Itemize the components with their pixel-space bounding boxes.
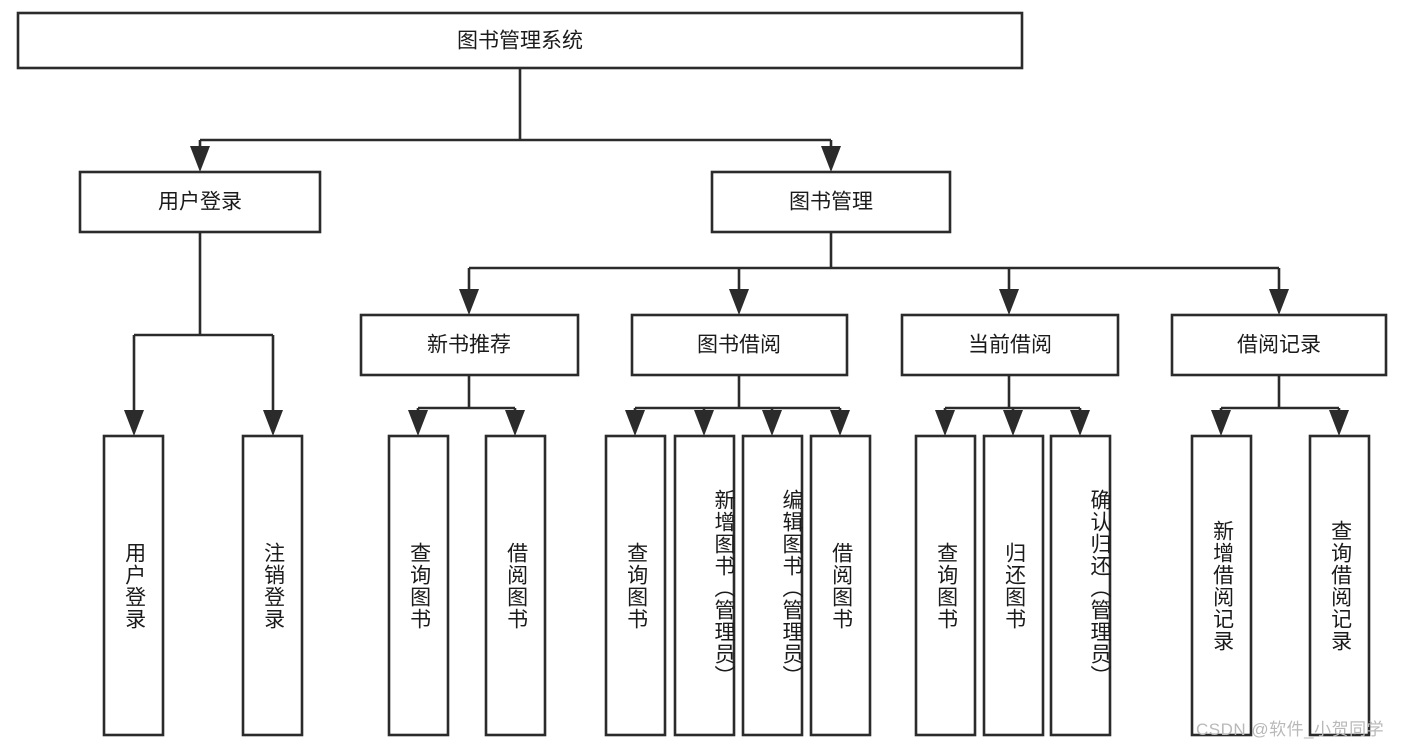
node-box-leaf-query-borrow-record[interactable] [1308,434,1371,737]
node-box-leaf-logout[interactable] [241,434,304,737]
leaf-boxes [102,434,1371,737]
node-user-login[interactable]: 用户登录 [78,170,322,234]
node-label-new-book-recommend: 新书推荐 [427,334,511,357]
arrowhead-to-add-borrow-record [1211,410,1231,436]
node-current-borrow[interactable]: 当前借阅 [900,313,1120,377]
node-label-book-management: 图书管理 [789,191,873,214]
arrowhead-to-query-book-3 [935,410,955,436]
node-box-leaf-user-login[interactable] [102,434,165,737]
node-book-management[interactable]: 图书管理 [710,170,952,234]
node-box-leaf-return-book[interactable] [982,434,1045,737]
arrowhead-to-query-book-1 [408,410,428,436]
arrowhead-to-confirm-return [1070,410,1090,436]
node-box-leaf-query-book-1[interactable] [387,434,450,737]
connector-group-root [190,68,841,172]
node-box-leaf-borrow-book-2[interactable] [809,434,872,737]
connector-group-current-borrow [935,375,1090,436]
node-label-book-borrow: 图书借阅 [697,334,781,357]
node-box-root[interactable] [16,11,1024,70]
node-box-leaf-add-book[interactable] [673,434,736,737]
node-label-user-login: 用户登录 [158,191,242,214]
node-label-root: 图书管理系统 [457,30,583,53]
arrowhead-to-edit-book [762,410,782,436]
node-new-book-recommend[interactable]: 新书推荐 [359,313,580,377]
arrowhead-to-new-book-recommend [459,289,479,315]
arrowhead-to-query-borrow-record [1329,410,1349,436]
node-label-current-borrow: 当前借阅 [968,334,1052,357]
node-box-leaf-borrow-book-1[interactable] [484,434,547,737]
node-box-leaf-confirm-return[interactable] [1049,434,1112,737]
connector-group-borrow-record [1211,375,1349,436]
arrowhead-to-book-borrow [729,289,749,315]
csdn-watermark: CSDN @软件_小贺同学 [1196,720,1385,739]
node-box-new-book-recommend[interactable] [359,313,580,377]
node-box-leaf-edit-book[interactable] [741,434,804,737]
node-root[interactable]: 图书管理系统 [16,11,1024,70]
node-label-borrow-record: 借阅记录 [1237,334,1321,357]
node-book-borrow[interactable]: 图书借阅 [630,313,849,377]
arrowhead-to-user-login [190,146,210,172]
connector-group-user-login [124,232,283,436]
arrowhead-to-borrow-record [1269,289,1289,315]
arrowhead-to-book-management [821,146,841,172]
node-box-leaf-query-book-3[interactable] [914,434,977,737]
arrowhead-to-query-book-2 [625,410,645,436]
arrowhead-to-borrow-book-1 [505,410,525,436]
node-box-book-management[interactable] [710,170,952,234]
connector-group-new-book-recommend [408,375,525,436]
node-box-book-borrow[interactable] [630,313,849,377]
node-box-user-login[interactable] [78,170,322,234]
node-borrow-record[interactable]: 借阅记录 [1170,313,1388,377]
arrowhead-to-return-book [1003,410,1023,436]
node-box-borrow-record[interactable] [1170,313,1388,377]
connector-group-book-management [459,232,1289,315]
arrowhead-to-logout-leaf [263,410,283,436]
arrowhead-to-user-login-leaf [124,410,144,436]
arrowhead-to-current-borrow [999,289,1019,315]
node-box-leaf-add-borrow-record[interactable] [1190,434,1253,737]
node-box-current-borrow[interactable] [900,313,1120,377]
node-box-leaf-query-book-2[interactable] [604,434,667,737]
arrowhead-to-borrow-book-2 [830,410,850,436]
arrowhead-to-add-book [694,410,714,436]
connector-group-book-borrow [625,375,850,436]
